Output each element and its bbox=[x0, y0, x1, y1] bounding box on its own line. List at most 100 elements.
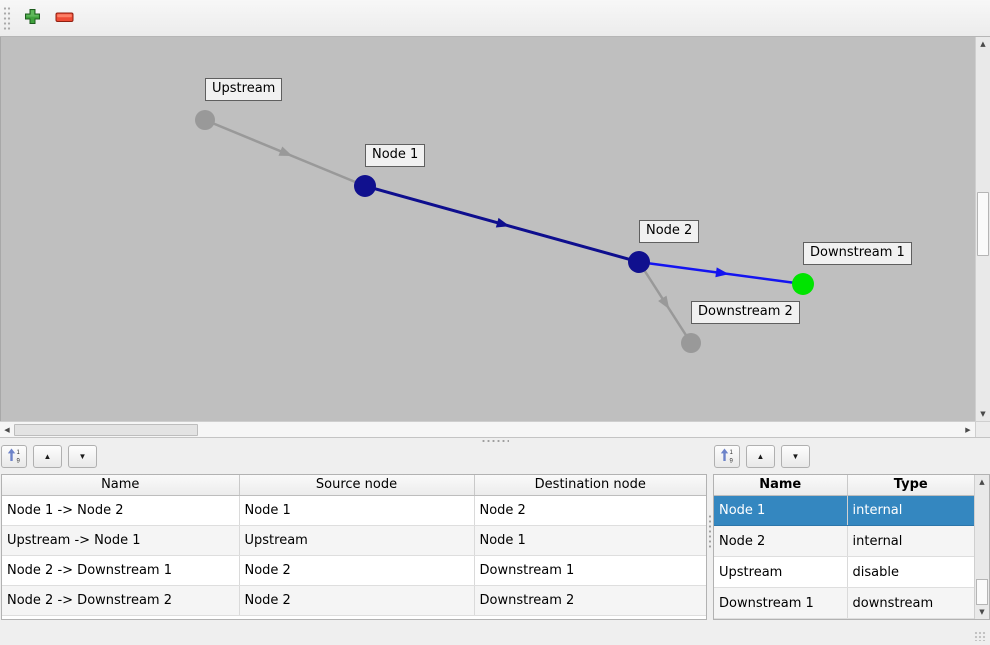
graph-svg bbox=[195, 110, 814, 353]
sort-ascending-icon: 1 9 bbox=[720, 448, 735, 466]
column-header-destination-node[interactable]: Destination node bbox=[474, 475, 706, 496]
svg-text:9: 9 bbox=[729, 458, 733, 463]
scroll-up-icon[interactable]: ▲ bbox=[980, 40, 986, 48]
cell-edge-name[interactable]: Node 2 -> Downstream 2 bbox=[2, 585, 240, 616]
vertical-scrollbar-thumb[interactable] bbox=[977, 192, 989, 256]
cell-edge-source[interactable]: Node 2 bbox=[239, 585, 475, 616]
node-downstream-1[interactable] bbox=[792, 273, 814, 295]
move-up-button[interactable]: ▲ bbox=[33, 445, 62, 468]
cell-edge-source[interactable]: Upstream bbox=[239, 525, 475, 556]
edges-tablebox: Name Source node Destination node Node 1… bbox=[1, 474, 707, 620]
main-toolbar bbox=[0, 0, 990, 37]
minus-icon bbox=[55, 11, 74, 26]
node-table-row[interactable]: Node 2 internal bbox=[714, 525, 974, 558]
column-header-name[interactable]: Name bbox=[2, 475, 240, 496]
edges-table: Name Source node Destination node Node 1… bbox=[2, 475, 706, 616]
node-label-upstream[interactable]: Upstream bbox=[205, 78, 283, 101]
nodes-table-scrollbar[interactable]: ▲ ▼ bbox=[974, 475, 989, 619]
svg-text:1: 1 bbox=[16, 450, 20, 456]
down-triangle-icon: ▼ bbox=[78, 452, 87, 461]
svg-text:9: 9 bbox=[16, 458, 20, 463]
scrollbar-corner bbox=[975, 421, 990, 437]
bottom-panels: 1 9 ▲ ▼ Name Source node Destination bbox=[0, 444, 990, 620]
status-strip bbox=[0, 620, 990, 645]
edge-table-row[interactable]: Node 1 -> Node 2 Node 1 Node 2 bbox=[2, 495, 706, 526]
window-resize-grip-icon[interactable] bbox=[974, 631, 986, 641]
canvas-vertical-scrollbar[interactable]: ▲ ▼ bbox=[975, 37, 990, 421]
node-downstream-2[interactable] bbox=[681, 333, 701, 353]
column-header-source-node[interactable]: Source node bbox=[239, 475, 475, 496]
scroll-right-icon[interactable]: ▶ bbox=[965, 425, 971, 434]
up-triangle-icon: ▲ bbox=[756, 452, 765, 461]
horizontal-scrollbar-thumb[interactable] bbox=[14, 424, 198, 436]
nodes-tablebox: Name Type Node 1 internal Node 2 interna… bbox=[713, 474, 990, 620]
cell-node-name[interactable]: Node 1 bbox=[714, 495, 848, 527]
splitter-grip-icon bbox=[708, 514, 712, 550]
canvas-horizontal-scrollbar[interactable]: ◀ ▶ bbox=[0, 421, 975, 437]
add-button[interactable] bbox=[19, 5, 45, 31]
sort-ascending-icon: 1 9 bbox=[7, 448, 22, 466]
edges-panel: 1 9 ▲ ▼ Name Source node Destination bbox=[0, 444, 707, 620]
cell-node-type[interactable]: internal bbox=[847, 495, 974, 527]
scroll-left-icon[interactable]: ◀ bbox=[4, 425, 10, 434]
toolbar-drag-handle[interactable] bbox=[3, 6, 11, 30]
edge-arrow-icon bbox=[658, 295, 670, 310]
node-table-row[interactable]: Downstream 1 downstream bbox=[714, 587, 974, 619]
nodes-scrollbar-thumb[interactable] bbox=[976, 579, 988, 605]
edge-arrow-icon bbox=[715, 267, 729, 278]
edges-panel-toolbar: 1 9 ▲ ▼ bbox=[1, 444, 707, 474]
cell-node-name[interactable]: Node 2 bbox=[714, 525, 848, 558]
cell-edge-destination[interactable]: Downstream 2 bbox=[474, 585, 706, 616]
nodes-panel-toolbar: 1 9 ▲ ▼ bbox=[713, 444, 990, 474]
scroll-up-icon[interactable]: ▲ bbox=[979, 478, 985, 486]
node-label-node-1[interactable]: Node 1 bbox=[365, 144, 426, 167]
cell-node-name[interactable]: Upstream bbox=[714, 556, 848, 589]
cell-node-type[interactable]: internal bbox=[847, 525, 974, 558]
edge-table-row[interactable]: Upstream -> Node 1 Upstream Node 1 bbox=[2, 525, 706, 556]
cell-edge-name[interactable]: Node 1 -> Node 2 bbox=[2, 495, 240, 526]
up-triangle-icon: ▲ bbox=[43, 452, 52, 461]
cell-node-name[interactable]: Downstream 1 bbox=[714, 587, 848, 619]
cell-edge-source[interactable]: Node 2 bbox=[239, 555, 475, 586]
canvas-hscroll-row: ◀ ▶ bbox=[0, 421, 990, 437]
edge-table-row[interactable]: Node 2 -> Downstream 1 Node 2 Downstream… bbox=[2, 555, 706, 586]
remove-button[interactable] bbox=[51, 5, 77, 31]
edge-arrow-icon bbox=[495, 217, 510, 228]
cell-edge-destination[interactable]: Node 1 bbox=[474, 525, 706, 556]
node-table-row[interactable]: Upstream disable bbox=[714, 556, 974, 589]
cell-edge-name[interactable]: Upstream -> Node 1 bbox=[2, 525, 240, 556]
node-node-2[interactable] bbox=[628, 251, 650, 273]
nodes-table: Name Type Node 1 internal Node 2 interna… bbox=[714, 475, 974, 619]
sort-button[interactable]: 1 9 bbox=[714, 445, 740, 468]
cell-node-type[interactable]: disable bbox=[847, 556, 974, 589]
node-label-downstream-2[interactable]: Downstream 2 bbox=[691, 301, 800, 324]
node-table-row[interactable]: Node 1 internal bbox=[714, 495, 974, 527]
cell-edge-destination[interactable]: Downstream 1 bbox=[474, 555, 706, 586]
column-header-name[interactable]: Name bbox=[714, 475, 848, 496]
node-upstream[interactable] bbox=[195, 110, 215, 130]
nodes-panel: 1 9 ▲ ▼ Name Type bbox=[713, 444, 990, 620]
edge-arrow-icon bbox=[278, 146, 293, 157]
cell-edge-source[interactable]: Node 1 bbox=[239, 495, 475, 526]
node-label-downstream-1[interactable]: Downstream 1 bbox=[803, 242, 912, 265]
down-triangle-icon: ▼ bbox=[791, 452, 800, 461]
cell-node-type[interactable]: downstream bbox=[847, 587, 974, 619]
column-header-type[interactable]: Type bbox=[847, 475, 974, 496]
edge-table-row[interactable]: Node 2 -> Downstream 2 Node 2 Downstream… bbox=[2, 585, 706, 616]
scroll-down-icon[interactable]: ▼ bbox=[979, 608, 985, 616]
move-up-button[interactable]: ▲ bbox=[746, 445, 775, 468]
node-node-1[interactable] bbox=[354, 175, 376, 197]
move-down-button[interactable]: ▼ bbox=[68, 445, 97, 468]
svg-text:1: 1 bbox=[729, 450, 733, 456]
horizontal-splitter[interactable] bbox=[0, 437, 990, 444]
node-label-node-2[interactable]: Node 2 bbox=[639, 220, 700, 243]
cell-edge-destination[interactable]: Node 2 bbox=[474, 495, 706, 526]
sort-button[interactable]: 1 9 bbox=[1, 445, 27, 468]
move-down-button[interactable]: ▼ bbox=[781, 445, 810, 468]
scroll-down-icon[interactable]: ▼ bbox=[980, 410, 986, 418]
edges-header-row: Name Source node Destination node bbox=[2, 475, 706, 496]
cell-edge-name[interactable]: Node 2 -> Downstream 1 bbox=[2, 555, 240, 586]
vertical-splitter[interactable] bbox=[707, 444, 713, 620]
